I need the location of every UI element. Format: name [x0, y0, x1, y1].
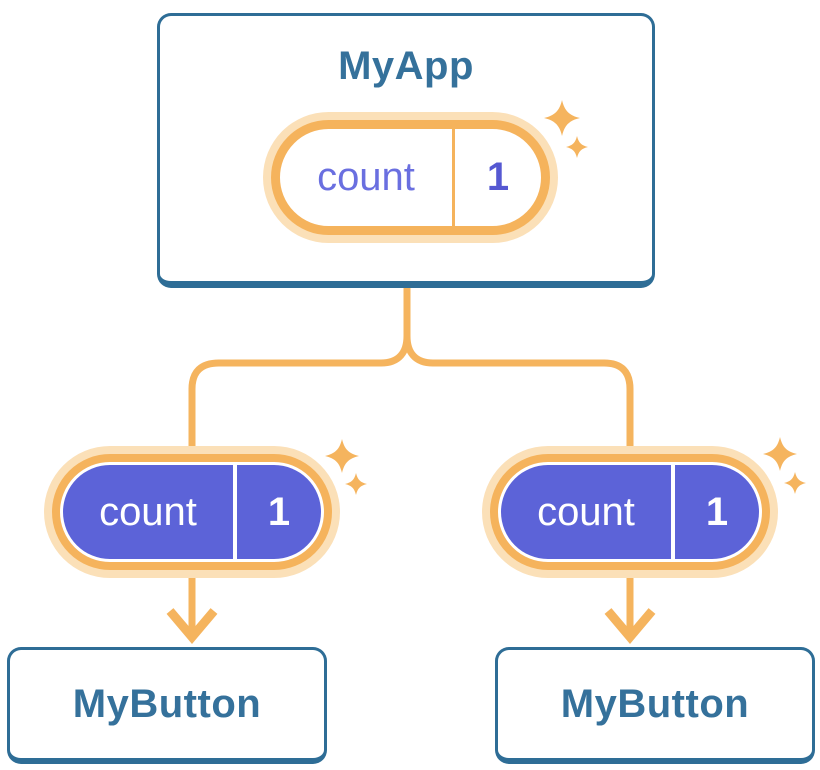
prop-value: 1 — [267, 489, 291, 534]
pill-divider — [233, 465, 237, 559]
connector-right-branch — [403, 288, 634, 634]
sparkle-icon — [763, 437, 797, 471]
child-component-title: MyButton — [72, 681, 262, 726]
prop-value: 1 — [705, 489, 729, 534]
pill-divider — [452, 129, 455, 226]
state-name: count — [317, 155, 415, 199]
prop-pill-left: count 1 — [44, 446, 340, 578]
arrowhead-right-icon — [604, 608, 656, 644]
prop-name: count — [99, 489, 197, 534]
root-component-title: MyApp — [338, 44, 474, 88]
state-value: 1 — [486, 155, 510, 199]
component-card-child-left: MyButton — [7, 647, 327, 764]
prop-pill-left-body: count 1 — [63, 465, 321, 559]
prop-pill-right-ring: count 1 — [490, 454, 770, 570]
pill-divider — [671, 465, 675, 559]
sparkle-icon — [345, 473, 367, 495]
prop-pill-left-ring: count 1 — [52, 454, 332, 570]
sparkle-icon — [784, 472, 806, 494]
state-pill-root-body: count 1 — [271, 120, 550, 235]
prop-pill-right-body: count 1 — [501, 465, 759, 559]
prop-name: count — [537, 489, 635, 534]
child-component-title: MyButton — [560, 681, 750, 726]
sparkle-icon — [325, 439, 359, 473]
prop-pill-right: count 1 — [482, 446, 778, 578]
state-pill-root: count 1 — [263, 112, 558, 243]
sparkle-icon — [566, 136, 588, 158]
arrowhead-left-icon — [166, 608, 218, 644]
sparkle-icon — [544, 100, 580, 136]
component-card-child-right: MyButton — [495, 647, 815, 764]
